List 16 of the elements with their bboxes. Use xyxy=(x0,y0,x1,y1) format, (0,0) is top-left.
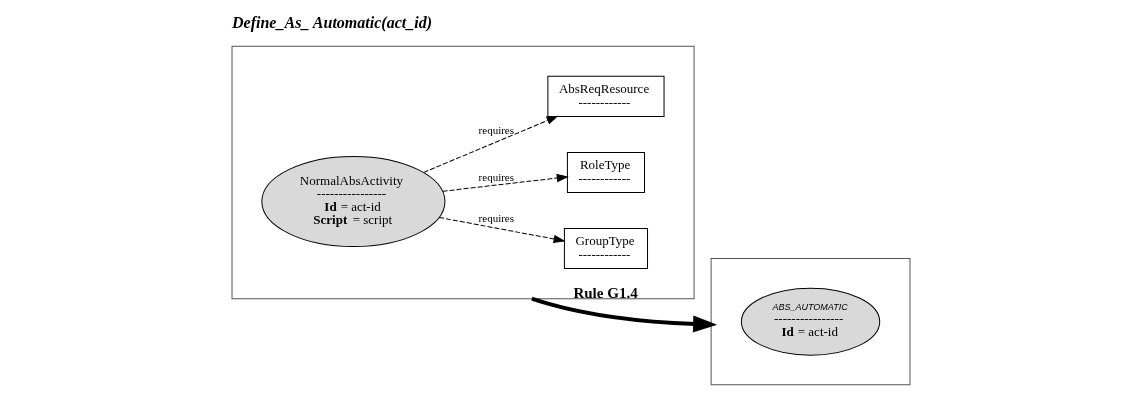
arrow xyxy=(441,174,568,192)
node-box: AbsReqResource ------------ xyxy=(546,75,665,117)
edge-label: requires xyxy=(478,124,514,137)
arrow xyxy=(438,216,565,243)
cluster xyxy=(231,45,695,300)
arrow xyxy=(422,115,558,173)
node-ellipse: NormalAbsActivity ---------------- Id = act-id Script = script xyxy=(260,155,445,248)
node-box: RoleType ------------ xyxy=(566,151,645,193)
diagram-title: Define_As_ Automatic(act_id) xyxy=(231,14,432,32)
edge-label: requires xyxy=(478,171,514,184)
edge-label: requires xyxy=(478,212,514,225)
node-ellipse: ABS_AUTOMATIC ---------------- Id = act-id xyxy=(740,287,880,356)
arrow xyxy=(530,296,717,333)
edge-label: Rule G1.4 xyxy=(572,284,638,301)
node-box: GroupType ------------ xyxy=(563,228,648,270)
cluster xyxy=(710,258,910,386)
